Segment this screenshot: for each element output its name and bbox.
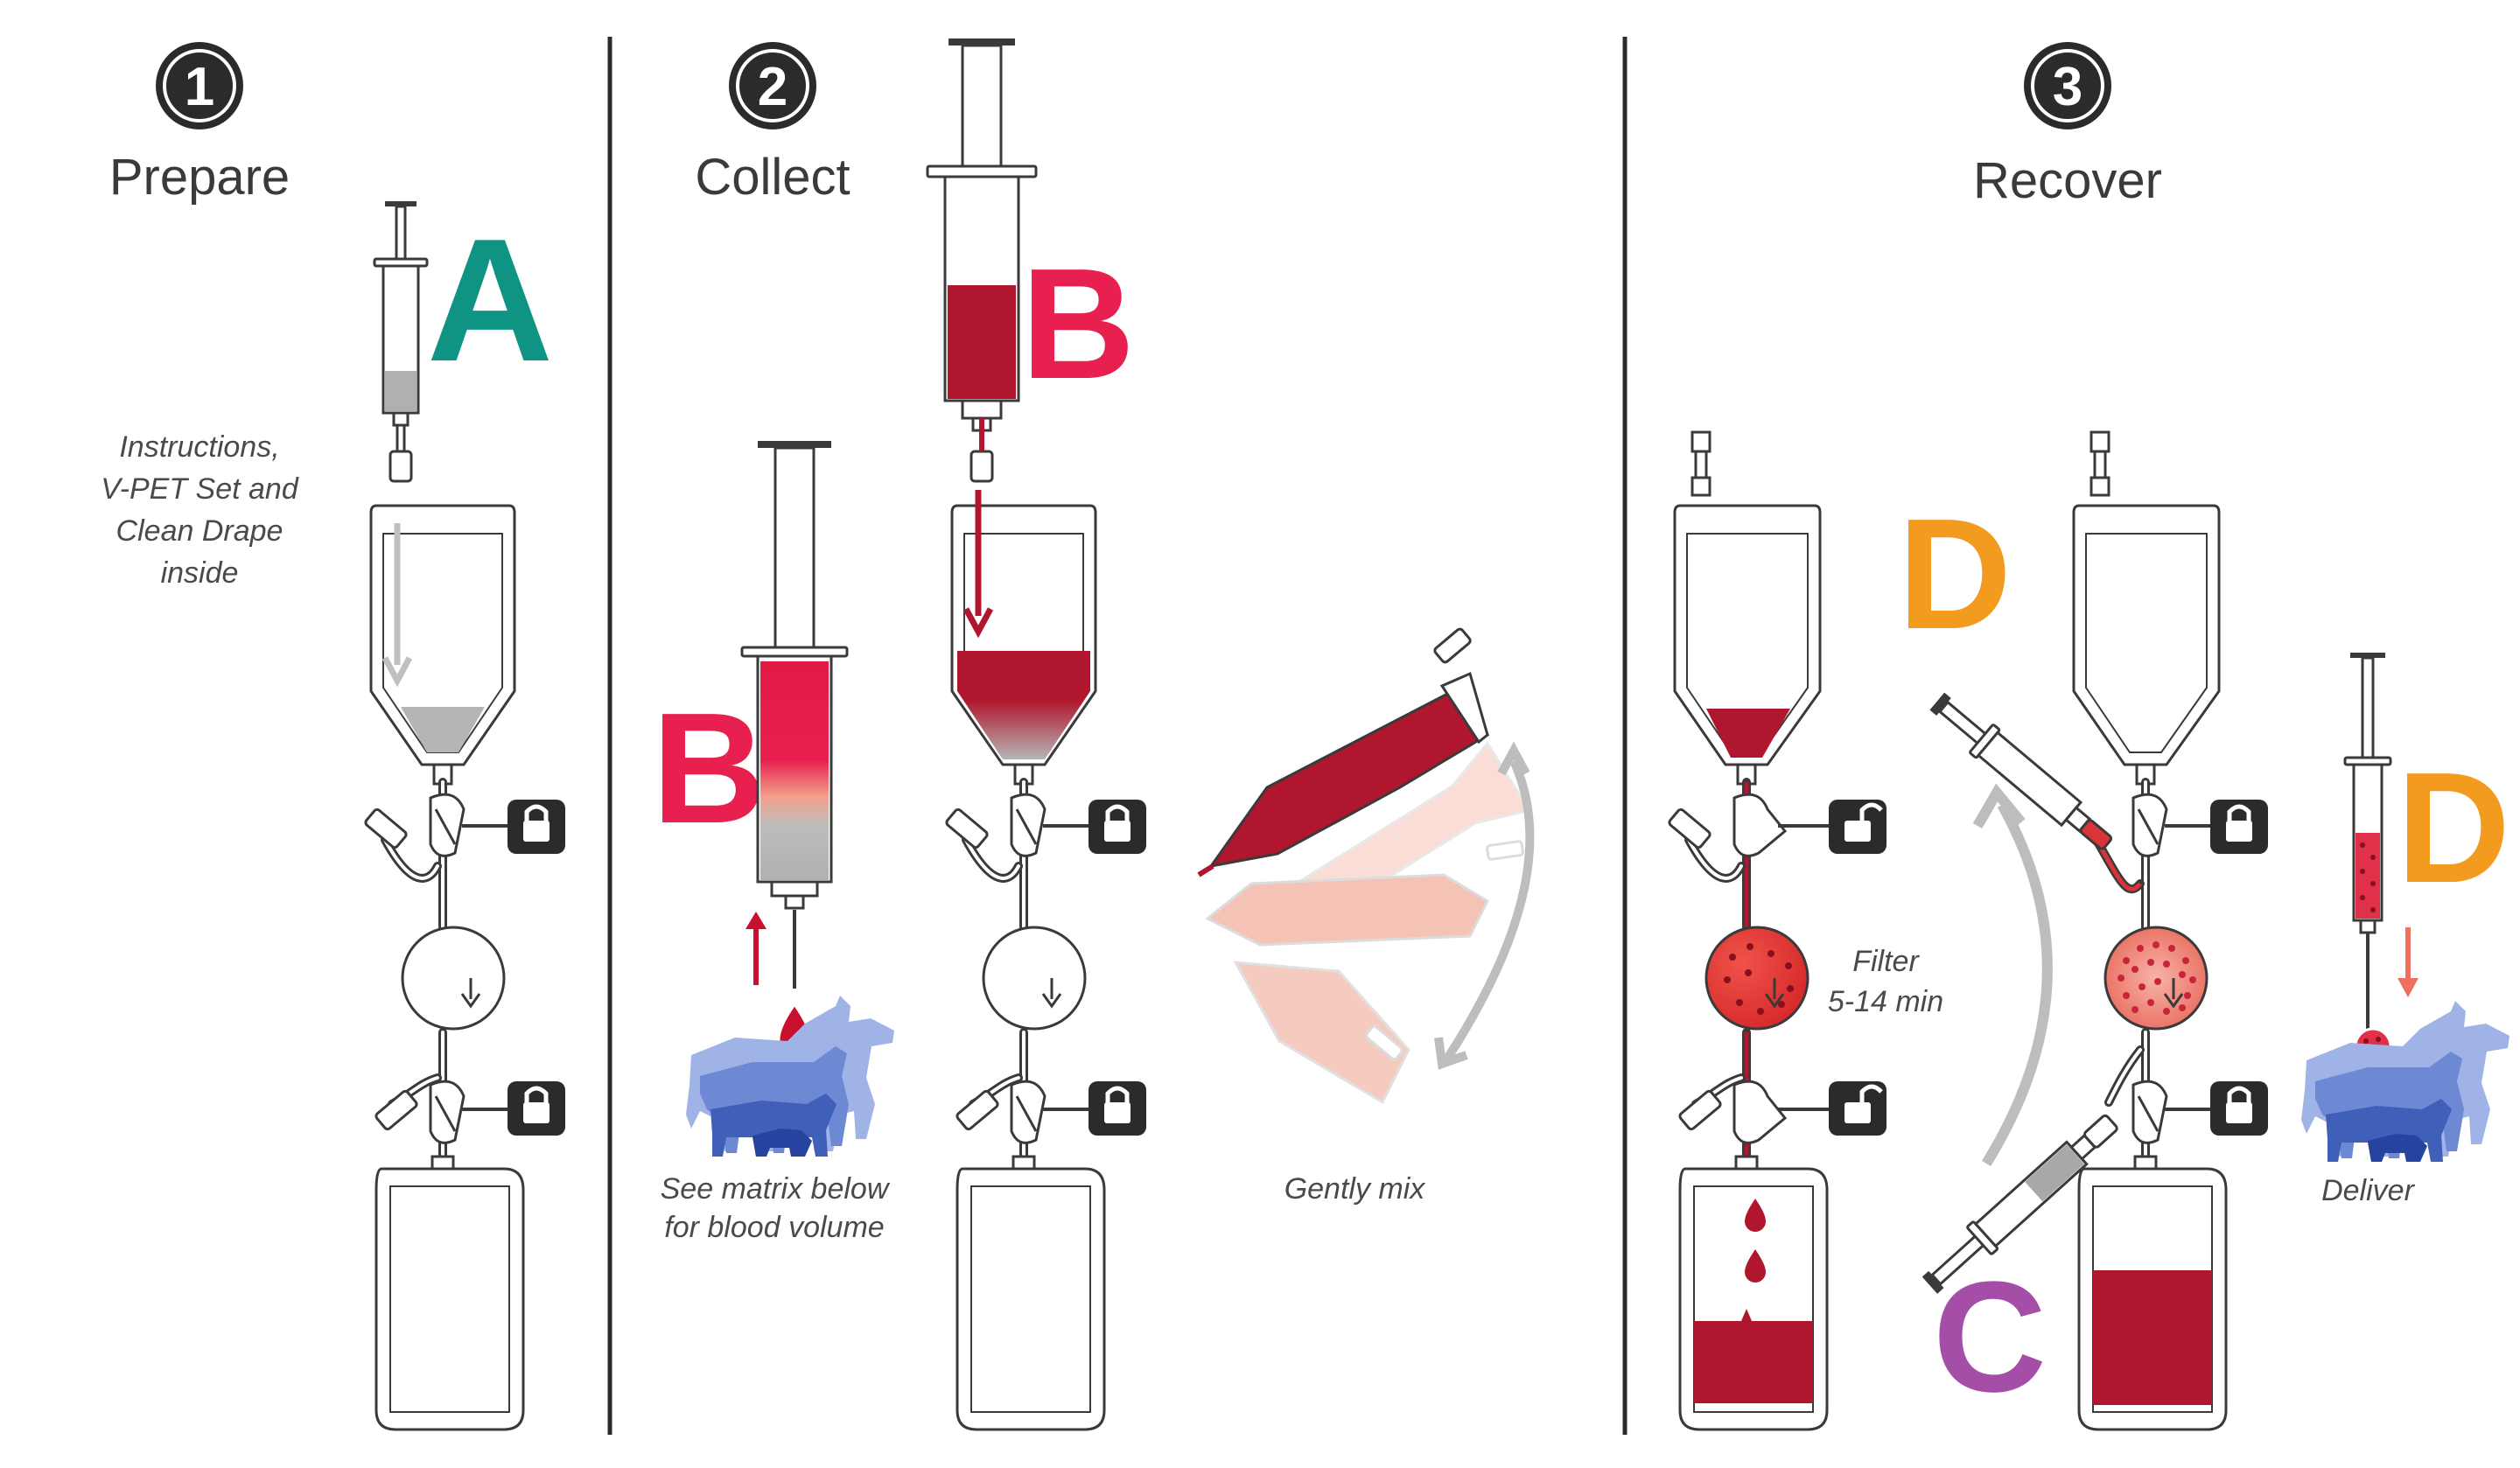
mix-arrow-icon (1443, 758, 1535, 1061)
unlock-icon (1829, 800, 1886, 854)
transfusion-bag-icon (1678, 1155, 1829, 1431)
transfusion-bag-icon (374, 1155, 525, 1431)
port-cap-icon (1668, 807, 1722, 1131)
roller-clamp-icon (2132, 793, 2214, 1144)
svg-text:See matrix below: See matrix below (661, 1172, 891, 1206)
lock-icon (1088, 800, 1146, 854)
step-3-header: 3 Recover (1973, 42, 2162, 209)
active-filter-icon (1704, 926, 1810, 1031)
collection-bag-icon (950, 490, 1097, 786)
unlock-icon (1829, 1081, 1886, 1136)
animals-icon (686, 996, 894, 1157)
step-number-badge (729, 42, 816, 129)
letter-c: C (1933, 1249, 2047, 1425)
deliver-syringe-icon (2343, 653, 2418, 1031)
step-title: Collect (695, 149, 850, 206)
letter-b: B (652, 681, 766, 856)
matrix-caption: See matrix below for blood volume (661, 1172, 891, 1244)
lock-icon (2210, 1081, 2268, 1136)
step-1-header: 1 Prepare (109, 42, 290, 206)
step-number: 2 (758, 57, 788, 117)
mixing-bag-icon (1197, 627, 1531, 1105)
mix-caption: Gently mix (1284, 1172, 1426, 1206)
transfusion-bag-icon (956, 1155, 1106, 1431)
transfer-arrow-head (1972, 783, 2026, 829)
recover-bag-icon (2072, 430, 2221, 786)
letter-a: A (427, 203, 553, 398)
step-number: 3 (2053, 57, 2082, 117)
svg-text:Filter: Filter (1852, 945, 1920, 978)
svg-text:5-14 min: 5-14 min (1828, 985, 1943, 1018)
filter-icon (401, 926, 506, 1031)
prepare-syringe-icon (373, 201, 429, 483)
port-cap-icon (364, 807, 418, 1131)
step-2-header: 2 Collect (695, 42, 850, 206)
step-number: 1 (185, 57, 214, 117)
roller-clamp-icon (1732, 793, 1829, 1144)
letter-d: D (2397, 740, 2510, 916)
deliver-caption: Deliver (2321, 1174, 2415, 1207)
transfusion-bag-icon (2077, 1155, 2228, 1431)
letter-d: D (1898, 486, 2012, 662)
filter-icon (982, 926, 1087, 1031)
port-cap-icon (945, 807, 999, 1131)
instructions-caption: Instructions, V-PET Set and Clean Drape … (101, 430, 299, 590)
mix-arrow-head (1497, 741, 1530, 776)
svg-text:Instructions,: Instructions, (119, 430, 279, 464)
syringe-c-icon (1922, 1114, 2118, 1294)
roller-clamp-icon (1010, 793, 1088, 1144)
svg-text:for blood volume: for blood volume (664, 1211, 884, 1244)
lock-icon (508, 1081, 565, 1136)
step-number-badge (2024, 42, 2111, 129)
roller-clamp-icon (429, 793, 508, 1144)
collect-syringe-icon (740, 441, 849, 989)
svg-text:Clean Drape: Clean Drape (116, 514, 284, 548)
svg-text:V-PET Set and: V-PET Set and (101, 472, 299, 506)
lock-icon (2210, 800, 2268, 854)
lock-icon (1088, 1081, 1146, 1136)
step-title: Recover (1973, 152, 2162, 209)
mix-arrow-head (1434, 1037, 1468, 1070)
collection-bag-icon (369, 504, 516, 786)
transfer-arrow-icon (1981, 802, 2053, 1167)
lock-icon (508, 800, 565, 854)
syringe-d-icon (1929, 692, 2113, 850)
filter-caption: Filter 5-14 min (1828, 945, 1943, 1018)
saturated-filter-icon (2104, 926, 2208, 1031)
recover-bag-icon (1673, 430, 1822, 786)
svg-text:inside: inside (161, 556, 239, 590)
step-title: Prepare (109, 149, 290, 206)
animals-icon (2301, 1001, 2510, 1162)
large-syringe-icon (926, 38, 1038, 483)
letter-b: B (1021, 236, 1135, 412)
step-number-badge (156, 42, 243, 129)
